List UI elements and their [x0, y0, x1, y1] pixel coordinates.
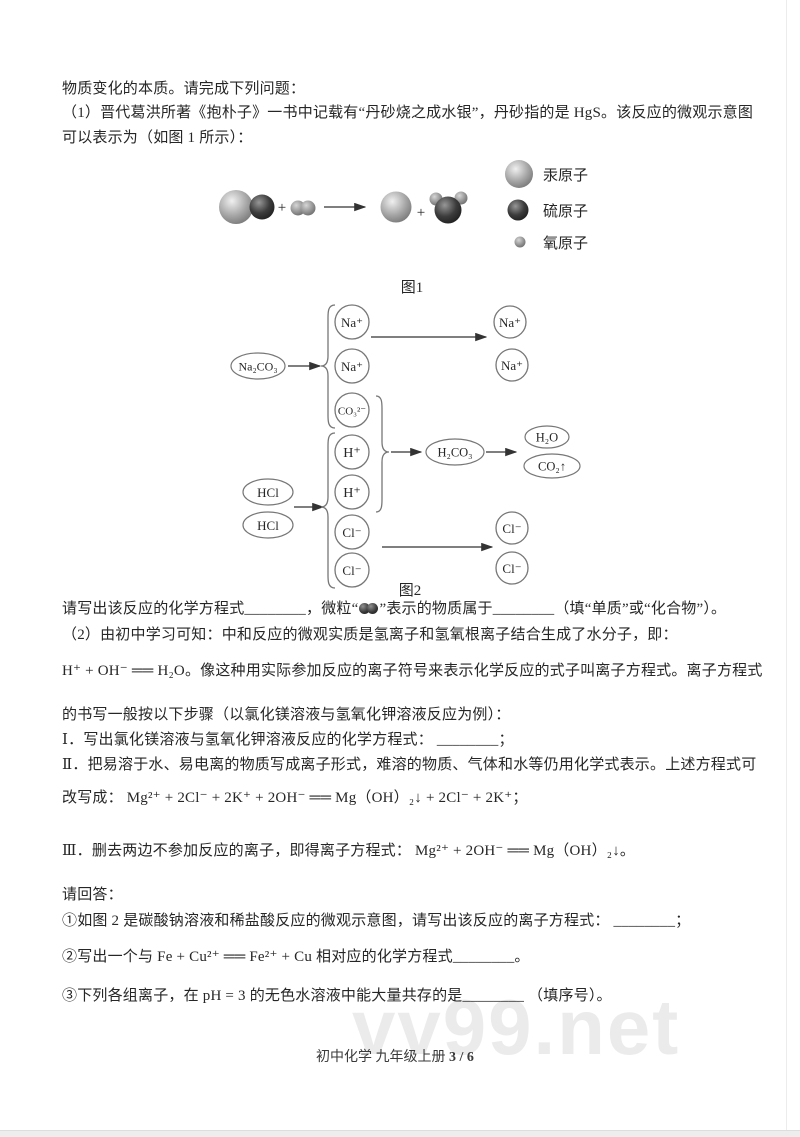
svg-text:Na⁺: Na⁺ — [499, 315, 521, 330]
product-ion-na-2: Na⁺ — [495, 348, 529, 382]
oxygen-molecule — [290, 200, 316, 216]
sub-question-1: ①如图 2 是碳酸钠溶液和稀盐酸反应的微观示意图，请写出该反应的离子方程式： _… — [62, 913, 691, 929]
ion-circle-h-1: H⁺ — [334, 434, 370, 470]
sub-question-3: ③下列各组离子，在 pH = 3 的无色水溶液中能大量共存的是________ … — [62, 988, 612, 1004]
ion-circle-cl-2: Cl⁻ — [334, 552, 370, 588]
page-bottom-edge — [0, 1130, 800, 1137]
page-right-edge — [786, 0, 787, 1130]
hcl-ions-brace — [320, 432, 336, 589]
answer-prompt: 请回答： — [62, 887, 123, 903]
ion-circle-na-2: Na⁺ — [334, 348, 370, 384]
sulfur-atom-icon — [367, 603, 379, 614]
product-ion-cl-1: Cl⁻ — [495, 511, 529, 545]
ion-circle-h-2: H⁺ — [334, 474, 370, 510]
svg-text:H₂O: H₂O — [536, 431, 558, 445]
sulfur-atom-icon — [359, 603, 371, 614]
h2o-ellipse: H₂O — [524, 425, 570, 449]
h2co3-ellipse: H₂CO₃ — [425, 438, 485, 466]
q2-intro-line: （2）由初中学习可知：中和反应的微观实质是氢离子和氢氧根离子结合生成了水分子，即… — [62, 627, 678, 643]
mercury-atom-icon — [505, 160, 533, 188]
hgs-molecule — [219, 190, 275, 224]
svg-text:Cl⁻: Cl⁻ — [502, 521, 521, 536]
co2-ellipse: CO₂↑ — [523, 453, 581, 479]
mercury-atom-icon — [219, 190, 253, 224]
na2co3-label: Na₂CO₃ — [238, 360, 277, 374]
step-2-line-2: 改写成： Mg²⁺ + 2Cl⁻ + 2K⁺ + 2OH⁻ ══ Mg（OH）₂… — [62, 790, 528, 806]
legend-mercury-label: 汞原子 — [543, 167, 588, 184]
ion-circle-co3: CO₃²⁻ — [334, 392, 370, 428]
so2-molecule — [429, 191, 468, 224]
figure-2-caption: 图2 — [399, 582, 422, 599]
ion-circle-cl-1: Cl⁻ — [334, 514, 370, 550]
dark-diatomic-molecule-icon — [359, 601, 379, 621]
q2-steps-intro: 的书写一般按以下步骤（以氯化镁溶液与氢氧化钾溶液反应为例）： — [62, 707, 511, 723]
product-ion-na-1: Na⁺ — [493, 305, 527, 339]
step-1-line: Ⅰ．写出氯化镁溶液与氢氧化钾溶液反应的化学方程式： ________； — [62, 732, 514, 748]
plus-sign: + — [417, 205, 425, 221]
svg-text:Cl⁻: Cl⁻ — [342, 563, 361, 578]
figure-1-diagram: + + 汞原子 硫原子 氧原子 图1 — [219, 160, 588, 296]
svg-text:Na⁺: Na⁺ — [341, 315, 363, 330]
footer-book-title: 初中化学 九年级上册 — [316, 1050, 446, 1065]
page-footer: 初中化学 九年级上册 3 / 6 — [0, 1046, 790, 1066]
step-3-line: Ⅲ．删去两边不参加反应的离子，即得离子方程式： Mg²⁺ + 2OH⁻ ══ M… — [62, 843, 636, 859]
svg-text:Na⁺: Na⁺ — [341, 359, 363, 374]
sulfur-atom-icon — [249, 194, 275, 220]
plus-sign: + — [278, 200, 286, 216]
fill-blank-part1: 请写出该反应的化学方程式________，微粒“ — [62, 601, 359, 617]
step-2-line-1: Ⅱ．把易溶于水、易电离的物质写成离子形式，难溶的物质、气体和水等仍用化学式表示。… — [62, 757, 757, 773]
na2co3-ions-brace — [320, 304, 336, 429]
mercury-atom-icon — [380, 191, 412, 223]
sulfur-atom-icon — [434, 196, 462, 224]
legend-oxygen-label: 氧原子 — [543, 235, 588, 252]
oxygen-atom-icon — [514, 236, 526, 248]
figure-1-caption: 图1 — [401, 279, 424, 296]
oxygen-atom-icon — [300, 200, 316, 216]
watermark: vv99.net — [352, 983, 681, 1071]
fill-blank-part2: ”表示的物质属于________（填“单质”或“化合物”）。 — [379, 601, 727, 617]
svg-text:CO₃²⁻: CO₃²⁻ — [338, 406, 366, 418]
svg-text:Cl⁻: Cl⁻ — [342, 525, 361, 540]
hcl-reactant-2: HCl — [242, 511, 294, 539]
svg-text:CO₂↑: CO₂↑ — [538, 460, 566, 474]
figure-1-legend: 汞原子 硫原子 氧原子 — [505, 160, 588, 252]
svg-text:H⁺: H⁺ — [343, 486, 361, 501]
hcl-reactant-1: HCl — [242, 478, 294, 506]
hcl-label: HCl — [257, 518, 279, 533]
q1-line-1: （1）晋代葛洪所著《抱朴子》一书中记载有“丹砂烧之成水银”，丹砂指的是 HgS。… — [62, 105, 754, 121]
ion-circle-na-1: Na⁺ — [334, 304, 370, 340]
svg-text:Na⁺: Na⁺ — [501, 358, 523, 373]
na2co3-reactant: Na₂CO₃ — [230, 352, 286, 380]
product-ion-cl-2: Cl⁻ — [495, 551, 529, 585]
legend-sulfur-label: 硫原子 — [543, 203, 588, 220]
sub-question-2: ②写出一个与 Fe + Cu²⁺ ══ Fe²⁺ + Cu 相对应的化学方程式_… — [62, 949, 530, 965]
figure-2-diagram: Na₂CO₃ HCl HCl Na⁺ Na⁺ CO₃²⁻ — [230, 304, 581, 599]
svg-text:Cl⁻: Cl⁻ — [502, 561, 521, 576]
fill-blank-line: 请写出该反应的化学方程式________，微粒“ ”表示的物质属于________… — [62, 600, 726, 621]
q1-line-2: 可以表示为（如图 1 所示）： — [62, 130, 253, 146]
sulfur-atom-icon — [507, 199, 529, 221]
hcl-label: HCl — [257, 485, 279, 500]
svg-text:H₂CO₃: H₂CO₃ — [437, 446, 472, 460]
reacting-ions-brace — [375, 395, 390, 513]
footer-page-number: 3 / 6 — [449, 1050, 474, 1065]
q2-formula-line: H⁺ + OH⁻ ══ H₂O。像这种用实际参加反应的离子符号来表示化学反应的式… — [62, 663, 763, 679]
intro-line: 物质变化的本质。请完成下列问题： — [62, 81, 306, 97]
svg-text:H⁺: H⁺ — [343, 446, 361, 461]
